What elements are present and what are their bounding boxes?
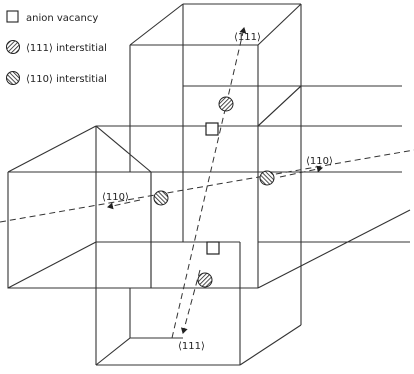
bottom-box [95, 242, 302, 366]
interstitial-110-right [259, 170, 275, 186]
left-box [7, 125, 240, 289]
interstitial-111-legend-icon [6, 40, 20, 54]
top-box [129, 3, 302, 172]
interstitial-110-left [153, 190, 169, 206]
anion-vacancy-top [205, 122, 219, 136]
interstitial-111-legend-label: ⟨111⟩ interstitial [26, 43, 107, 54]
direction-110-arrow-left [107, 199, 141, 210]
direction-label-top-111: ⟨111⟩ [234, 32, 261, 43]
vacancy-legend-label: anion vacancy [26, 13, 98, 24]
direction-label-bottom-111: ⟨111⟩ [178, 341, 205, 352]
direction-111-line [171, 27, 247, 339]
interstitial-111-top [218, 96, 234, 112]
direction-111-line-down [180, 269, 201, 334]
interstitial-110-legend-label: ⟨110⟩ interstitial [26, 74, 107, 85]
interstitial-111-bottom [197, 272, 213, 288]
vacancy-legend-icon [6, 10, 19, 23]
interstitial-110-legend-icon [6, 71, 20, 85]
direction-110-line [0, 149, 414, 223]
direction-110-arrow-right [279, 165, 323, 178]
anion-vacancy-bottom [206, 241, 220, 255]
direction-label-right-110: ⟨110⟩ [306, 156, 333, 167]
legend: anion vacancy ⟨111⟩ interstitial ⟨110⟩ i… [6, 10, 107, 85]
right-box [257, 85, 411, 289]
direction-label-left-110: ⟨110⟩ [102, 192, 129, 203]
